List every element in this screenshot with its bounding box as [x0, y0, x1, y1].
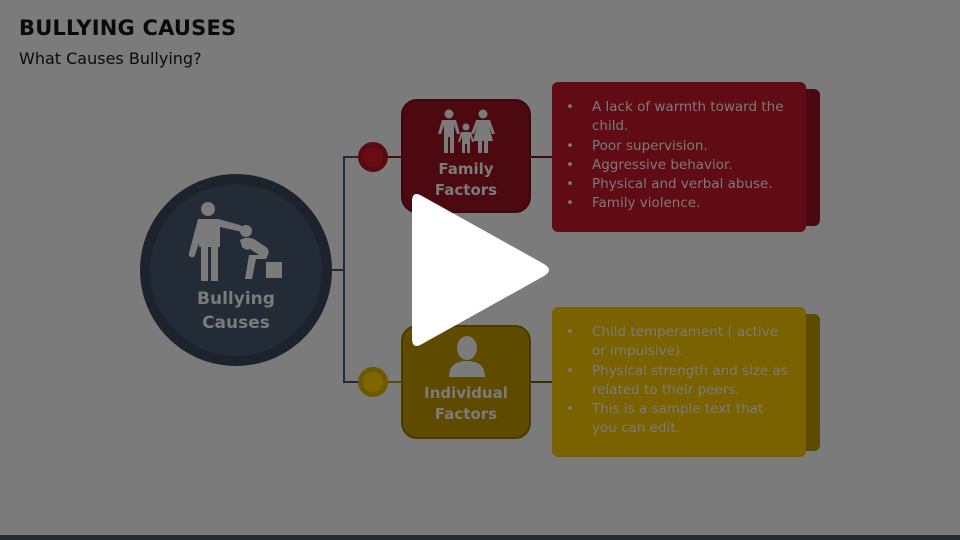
family-bullet-list: A lack of warmth toward the child. Poor …: [566, 98, 792, 214]
slide-subtitle: What Causes Bullying?: [19, 49, 202, 68]
bullet-item: Physical strength and size as related to…: [566, 362, 792, 401]
bullet-item: Physical and verbal abuse.: [566, 175, 792, 195]
individual-factors-box[interactable]: Individual Factors: [401, 325, 531, 439]
bullet-item: Aggressive behavior.: [566, 156, 792, 176]
connector-individual-card: [530, 381, 554, 383]
family-factors-box[interactable]: Family Factors: [401, 99, 531, 213]
connector-vertical: [343, 156, 345, 383]
bullying-people-icon: [184, 200, 288, 284]
connector-individual-box: [386, 381, 402, 383]
family-icon: [437, 109, 497, 155]
connector-horizontal-center: [330, 269, 345, 271]
individual-bullet-list: Child temperament ( active or impulsive)…: [566, 323, 792, 439]
slide-title: BULLYING CAUSES: [19, 16, 237, 40]
bullet-item: Family violence.: [566, 194, 792, 214]
connector-family-card: [530, 156, 554, 158]
connector-top: [343, 156, 363, 158]
play-button[interactable]: [408, 190, 554, 350]
family-dot: [358, 142, 388, 172]
individual-card: Child temperament ( active or impulsive)…: [552, 307, 806, 457]
main-circle-inner: [150, 184, 322, 356]
connector-bottom: [343, 381, 363, 383]
individual-dot: [358, 367, 388, 397]
bullet-item: Poor supervision.: [566, 137, 792, 157]
bullet-item: This is a sample text that you can edit.: [566, 400, 792, 439]
connector-family-box: [386, 156, 402, 158]
play-icon: [412, 194, 549, 346]
center-label: Bullying Causes: [197, 289, 275, 333]
bullet-item: Child temperament ( active or impulsive)…: [566, 323, 792, 362]
bottom-bar: [0, 535, 960, 540]
person-icon: [447, 335, 487, 379]
bullet-item: A lack of warmth toward the child.: [566, 98, 792, 137]
family-card: A lack of warmth toward the child. Poor …: [552, 82, 806, 232]
